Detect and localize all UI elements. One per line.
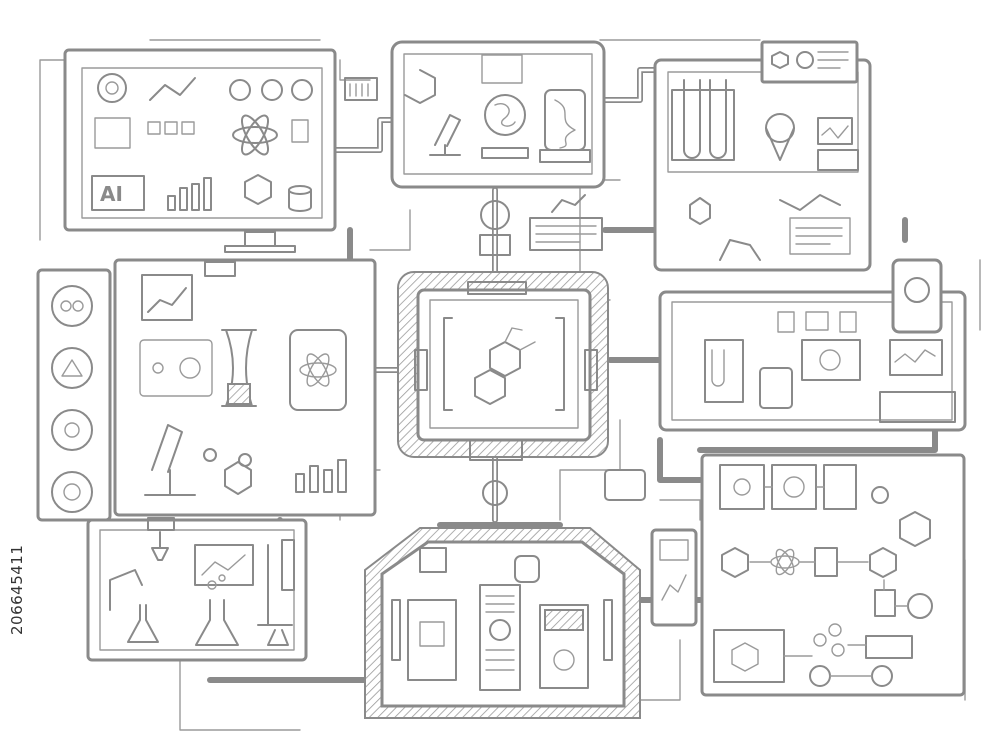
panel-chemistry-bench bbox=[653, 40, 872, 272]
misc-elements bbox=[344, 77, 859, 251]
panel-processing-plant bbox=[364, 527, 641, 719]
panel-analytics-monitor: AI bbox=[63, 48, 337, 253]
panel-central-reactor bbox=[397, 200, 609, 506]
stock-id-text: 206645411 bbox=[8, 545, 26, 635]
panel-robotic-lab bbox=[86, 517, 308, 662]
panel-molecule-column bbox=[36, 268, 112, 522]
panel-research-station bbox=[390, 40, 606, 189]
panel-handheld-device bbox=[604, 469, 698, 627]
panel-workflow-flowchart bbox=[700, 453, 966, 697]
panel-synthesis-lab bbox=[113, 258, 377, 517]
ai-label: AI bbox=[100, 182, 123, 206]
stock-id-strip: 206645411 bbox=[8, 545, 26, 635]
panel-data-workstation bbox=[658, 258, 967, 432]
